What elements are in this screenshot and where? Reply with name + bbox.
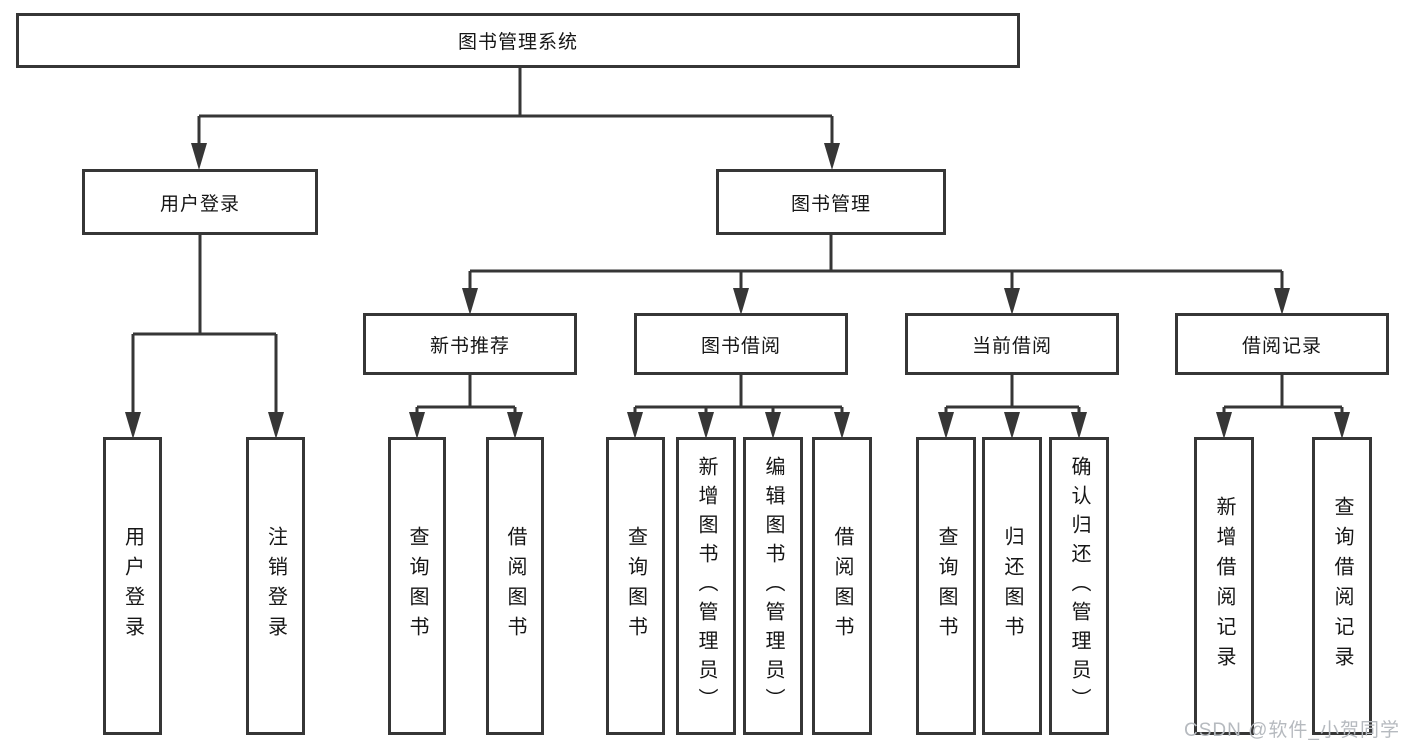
connectors-borrow-record — [1216, 375, 1350, 439]
node-current-borrow-label: 当前借阅 — [971, 335, 1052, 357]
leaf-logout: 注销登录 — [246, 437, 305, 735]
leaf-borrow-borrow: 借阅图书 — [812, 437, 872, 735]
leaf-current-query-label: 查询图书 — [935, 526, 957, 646]
node-borrow-record: 借阅记录 — [1175, 313, 1389, 375]
leaf-logout-label: 注销登录 — [264, 526, 287, 646]
node-book-borrow-label: 图书借阅 — [700, 335, 781, 357]
node-user-login: 用户登录 — [82, 169, 318, 235]
leaf-borrow-add-admin-label: 新增图书（管理员） — [695, 455, 717, 717]
node-user-login-label: 用户登录 — [159, 193, 240, 215]
connectors-current-borrow — [938, 375, 1087, 439]
connectors-book-borrow — [627, 375, 850, 439]
connectors-root — [191, 68, 840, 170]
connectors-book-mgmt — [462, 234, 1290, 315]
leaf-borrow-query: 查询图书 — [606, 437, 665, 735]
leaf-borrow-borrow-label: 借阅图书 — [831, 526, 853, 646]
leaf-borrow-add-admin: 新增图书（管理员） — [676, 437, 736, 735]
leaf-borrow-edit-admin-label: 编辑图书（管理员） — [762, 455, 784, 717]
node-current-borrow: 当前借阅 — [905, 313, 1119, 375]
leaf-newbook-query-label: 查询图书 — [406, 526, 428, 646]
leaf-record-query-label: 查询借阅记录 — [1331, 496, 1353, 676]
leaf-record-add-label: 新增借阅记录 — [1213, 496, 1235, 676]
leaf-current-confirm-admin: 确认归还（管理员） — [1049, 437, 1109, 735]
leaf-newbook-query: 查询图书 — [388, 437, 446, 735]
leaf-record-query: 查询借阅记录 — [1312, 437, 1372, 735]
node-book-mgmt-label: 图书管理 — [790, 193, 871, 215]
leaf-borrow-query-label: 查询图书 — [624, 526, 647, 646]
connectors-user-login — [125, 234, 284, 439]
node-book-mgmt: 图书管理 — [716, 169, 946, 235]
node-book-borrow: 图书借阅 — [634, 313, 848, 375]
leaf-user-login: 用户登录 — [103, 437, 162, 735]
connectors-new-book — [409, 375, 523, 439]
leaf-record-add: 新增借阅记录 — [1194, 437, 1254, 735]
node-new-book-rec-label: 新书推荐 — [429, 335, 510, 357]
watermark-text: CSDN @软件_小贺同学 — [1184, 720, 1400, 741]
leaf-current-confirm-admin-label: 确认归还（管理员） — [1068, 455, 1090, 717]
node-root-label: 图书管理系统 — [457, 32, 578, 53]
leaf-current-return-label: 归还图书 — [1001, 526, 1023, 646]
leaf-user-login-label: 用户登录 — [121, 526, 144, 646]
leaf-current-return: 归还图书 — [982, 437, 1042, 735]
leaf-newbook-borrow: 借阅图书 — [486, 437, 544, 735]
leaf-current-query: 查询图书 — [916, 437, 976, 735]
node-borrow-record-label: 借阅记录 — [1241, 335, 1322, 357]
node-root: 图书管理系统 — [16, 13, 1020, 68]
leaf-borrow-edit-admin: 编辑图书（管理员） — [743, 437, 803, 735]
node-new-book-rec: 新书推荐 — [363, 313, 577, 375]
leaf-newbook-borrow-label: 借阅图书 — [504, 526, 526, 646]
